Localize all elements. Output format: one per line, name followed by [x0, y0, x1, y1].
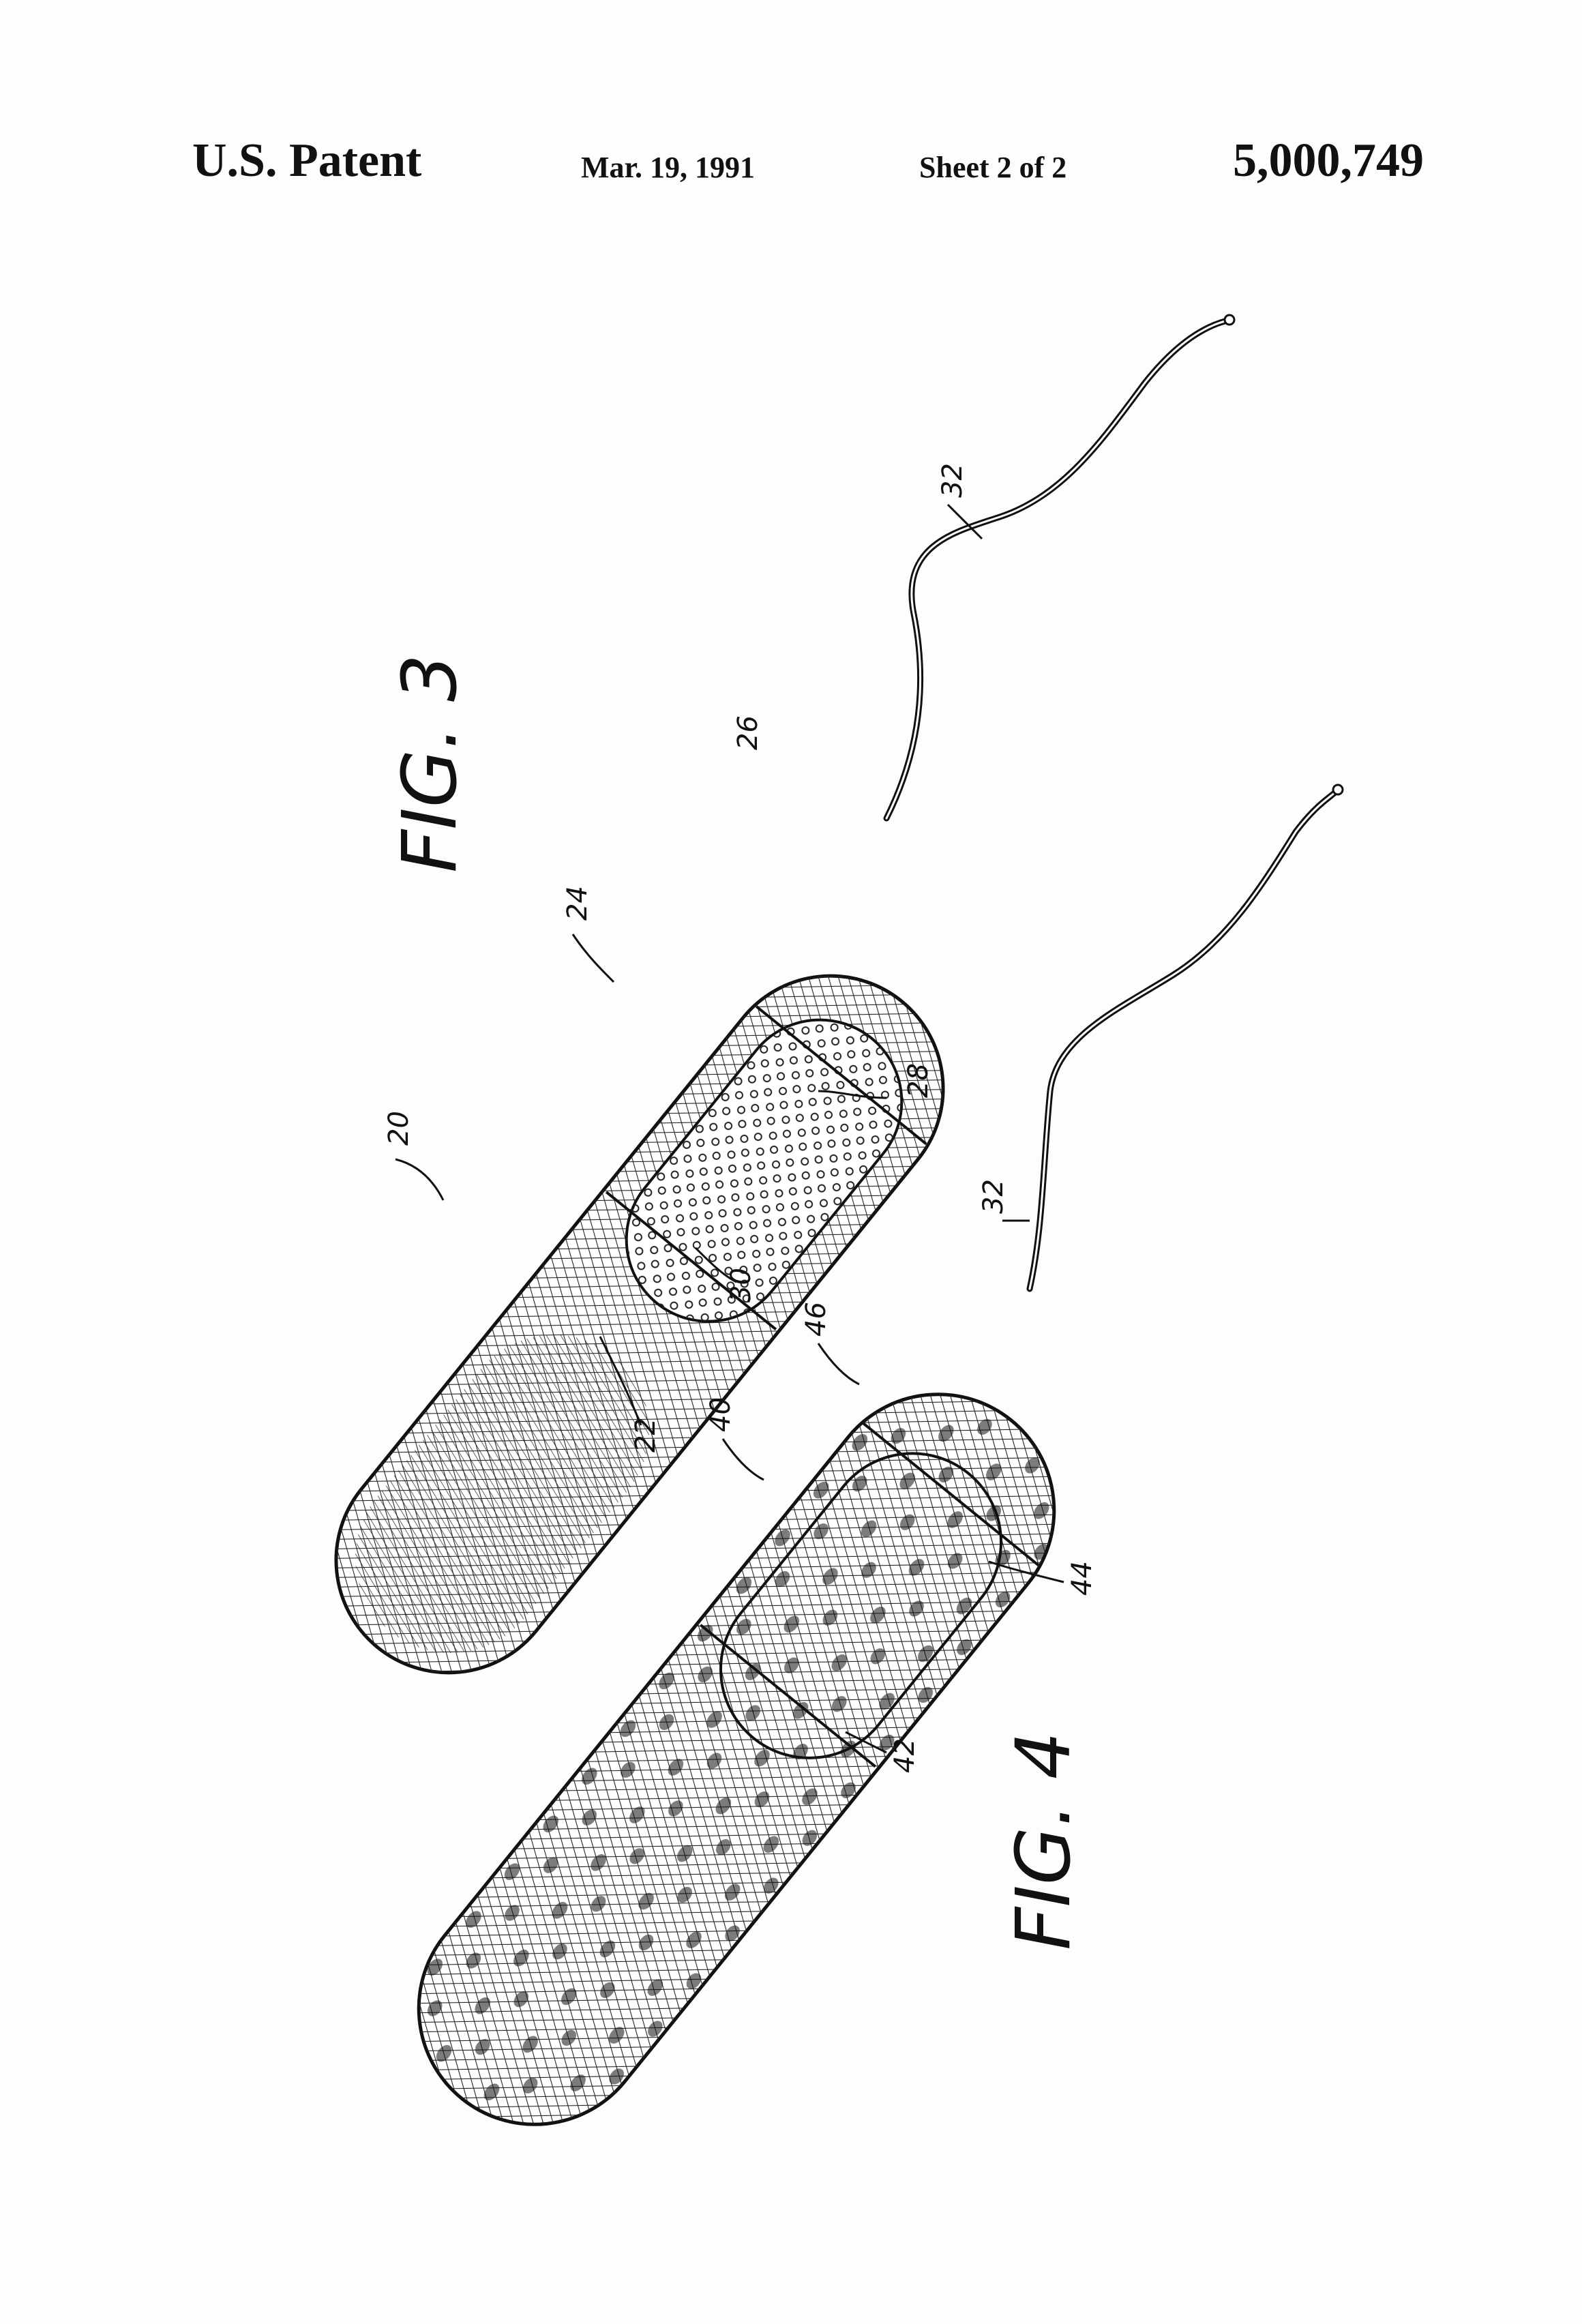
ref-32-fig3: 32	[937, 463, 968, 498]
fig4-label: FIG. 4	[1000, 1731, 1087, 1950]
ref-22: 22	[630, 1418, 661, 1452]
ref-46: 46	[801, 1302, 832, 1337]
ref-30: 30	[726, 1268, 757, 1302]
fig3-label: FIG. 3	[386, 654, 473, 873]
fig3-wire	[886, 321, 1227, 818]
ref-40: 40	[705, 1397, 736, 1432]
ref-42: 42	[889, 1738, 921, 1773]
ref-44: 44	[1066, 1561, 1098, 1596]
ref-24: 24	[562, 886, 593, 921]
ref-26: 26	[732, 715, 764, 750]
ref-28: 28	[903, 1063, 934, 1098]
ref-32-fig4: 32	[978, 1179, 1009, 1214]
ref-20: 20	[383, 1111, 415, 1146]
